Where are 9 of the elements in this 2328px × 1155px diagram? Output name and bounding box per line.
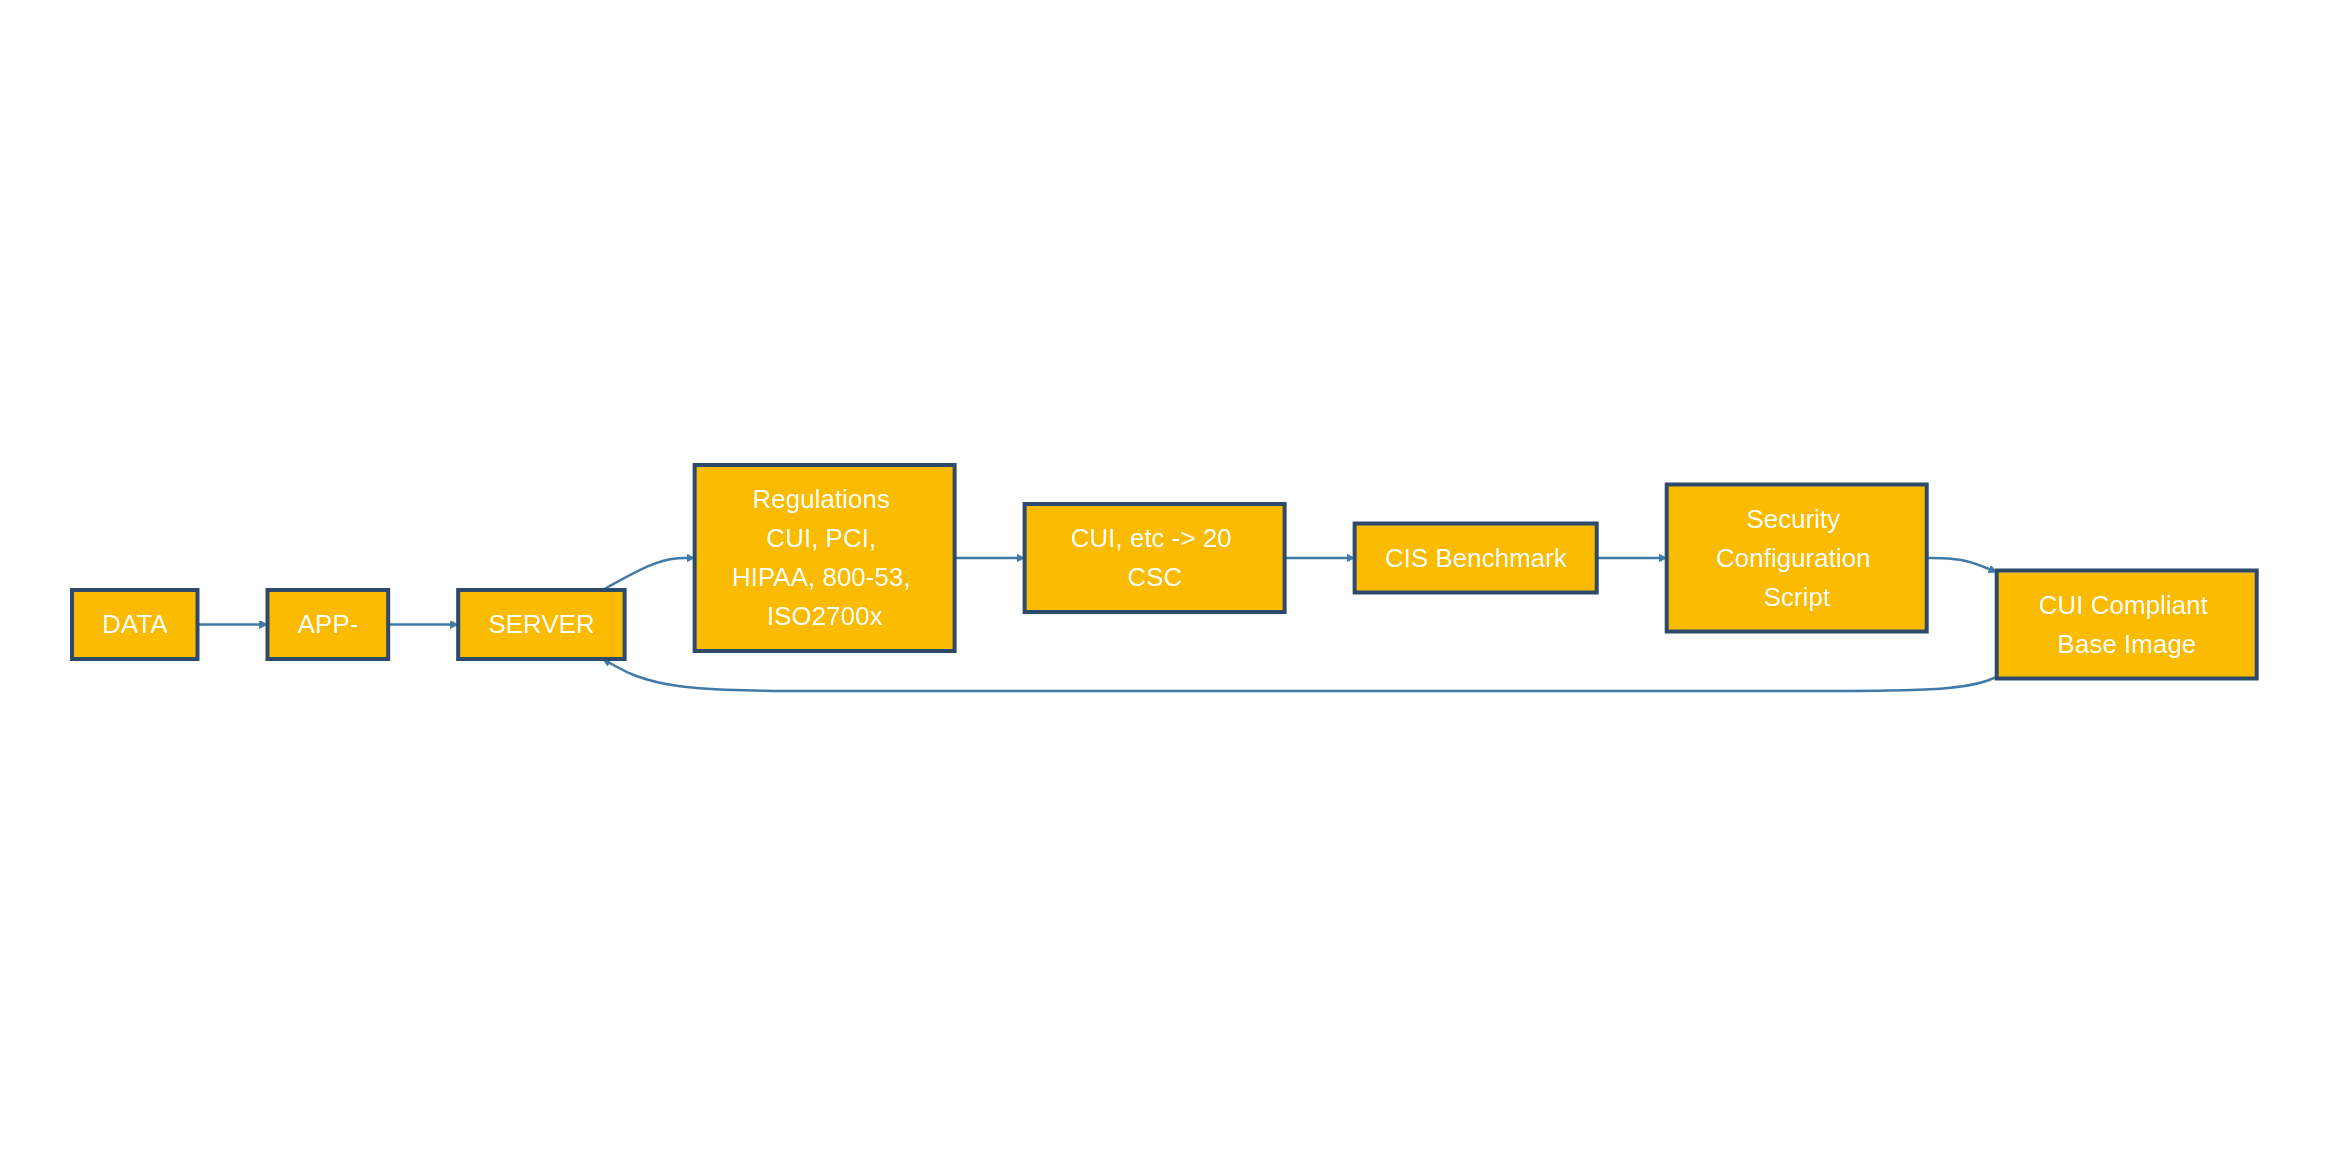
node-box: CIS Benchmark	[1352, 521, 1599, 594]
node-box: SERVER	[455, 587, 627, 661]
node-box: CUI Compliant Base Image	[1994, 568, 2259, 680]
node-box: CUI, etc -> 20 CSC	[1022, 501, 1287, 614]
node-box: Regulations CUI, PCI, HIPAA, 800-53, ISO2700x	[692, 462, 957, 653]
node-box: APP-	[265, 587, 390, 661]
arrow	[601, 658, 1997, 692]
node-box: Security Configuration Script	[1664, 482, 1929, 633]
node-box: DATA	[69, 587, 200, 661]
